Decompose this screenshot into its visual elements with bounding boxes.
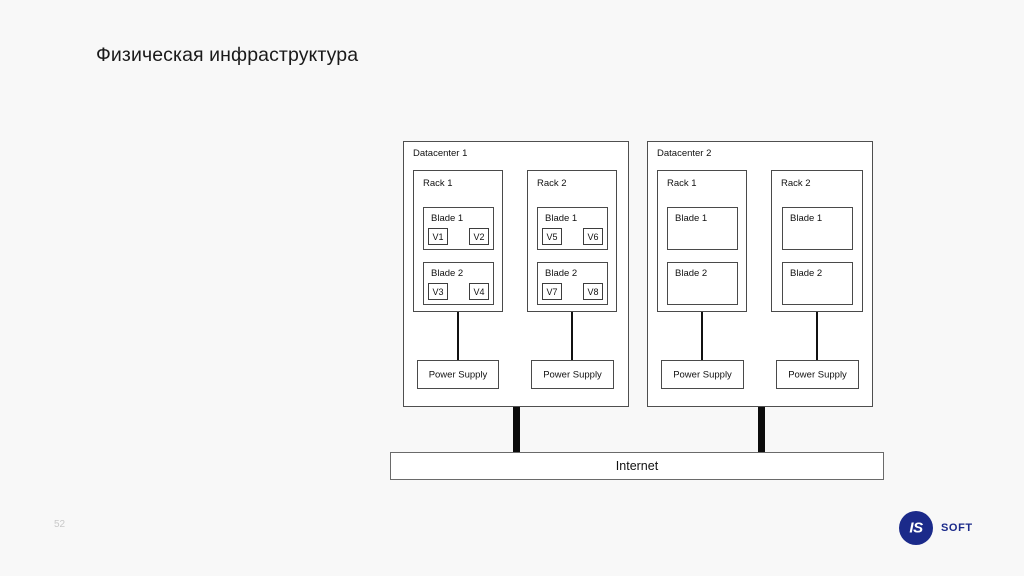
blade-label: Blade 2 <box>545 268 578 279</box>
blade-label: Blade 1 <box>545 213 578 224</box>
datacenter-2-rack-1-power-supply: Power Supply <box>661 360 744 389</box>
vm-box: V4 <box>469 283 489 300</box>
blade-label: Blade 1 <box>790 213 823 224</box>
power-supply-label: Power Supply <box>428 369 488 380</box>
blade-label: Blade 2 <box>790 268 823 279</box>
vm-box: V8 <box>583 283 603 300</box>
blade-label: Blade 2 <box>431 268 464 279</box>
power-supply-label: Power Supply <box>788 369 847 380</box>
vm-box: V7 <box>542 283 562 300</box>
vm-box: V3 <box>428 283 448 300</box>
datacenter-2-rack-2-blade-2: Blade 2 <box>782 262 853 305</box>
datacenter-2-rack-1-blade-2: Blade 2 <box>667 262 738 305</box>
vm-label: V1 <box>432 231 444 242</box>
blade-label: Blade 2 <box>675 268 708 279</box>
internet-label: Internet <box>615 459 659 473</box>
datacenter-1-rack-2-power-supply: Power Supply <box>531 360 614 389</box>
rack-label: Rack 1 <box>423 178 453 189</box>
power-supply-label: Power Supply <box>673 369 732 380</box>
vm-label: V5 <box>546 231 558 242</box>
vm-label: V2 <box>473 231 485 242</box>
rack-label: Rack 2 <box>781 178 811 189</box>
logo-mark-text: IS <box>909 519 923 537</box>
rack-to-power-connector <box>701 312 703 360</box>
vm-label: V6 <box>587 231 599 242</box>
vm-box: V5 <box>542 228 562 245</box>
datacenter-1-label: Datacenter 1 <box>413 148 468 159</box>
vm-label: V4 <box>473 286 485 297</box>
blade-label: Blade 1 <box>675 213 708 224</box>
vm-label: V7 <box>546 286 558 297</box>
vm-box: V1 <box>428 228 448 245</box>
datacenter-2-label: Datacenter 2 <box>657 148 712 159</box>
internet-box: Internet <box>390 452 884 480</box>
datacenter-2-rack-2-blade-1: Blade 1 <box>782 207 853 250</box>
rack-to-power-connector <box>816 312 818 360</box>
datacenter-2-rack-2-power-supply: Power Supply <box>776 360 859 389</box>
datacenter-1-internet-uplink <box>513 407 520 453</box>
datacenter-2-rack-1-blade-1: Blade 1 <box>667 207 738 250</box>
vm-label: V3 <box>432 286 444 297</box>
issoft-logo: IS SOFT <box>899 509 977 547</box>
logo-wordmark: SOFT <box>941 522 973 534</box>
rack-to-power-connector <box>457 312 459 360</box>
vm-label: V8 <box>587 286 599 297</box>
page-title: Физическая инфраструктура <box>96 44 359 66</box>
power-supply-label: Power Supply <box>543 369 602 380</box>
datacenter-2-internet-uplink <box>758 407 765 453</box>
vm-box: V6 <box>583 228 603 245</box>
rack-label: Rack 1 <box>667 178 697 189</box>
logo-mark-icon: IS <box>899 511 933 545</box>
page-number: 52 <box>54 519 66 530</box>
rack-to-power-connector <box>571 312 573 360</box>
blade-label: Blade 1 <box>431 213 464 224</box>
rack-label: Rack 2 <box>537 178 567 189</box>
vm-box: V2 <box>469 228 489 245</box>
datacenter-1-rack-1-power-supply: Power Supply <box>417 360 499 389</box>
